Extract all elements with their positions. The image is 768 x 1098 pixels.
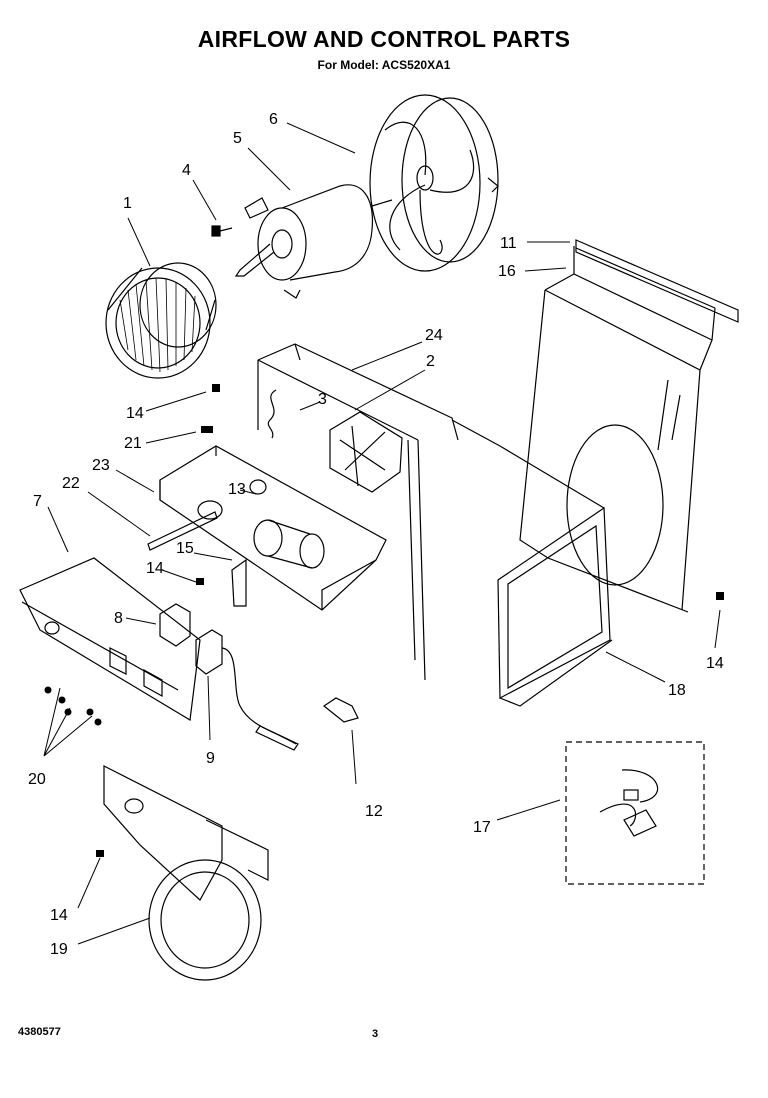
callout-1: 1 — [123, 195, 132, 212]
callout-labels: 1 2 3 4 5 6 7 8 9 11 12 13 14 14 14 14 1… — [28, 111, 724, 958]
top-bracket — [575, 239, 739, 323]
callout-17: 17 — [473, 819, 491, 836]
fasteners — [44, 384, 724, 857]
callout-9: 9 — [206, 750, 215, 767]
callout-4: 4 — [182, 162, 191, 179]
screw-4 — [211, 225, 233, 237]
callout-3: 3 — [318, 391, 327, 408]
sensor-rod — [147, 500, 223, 551]
document-number: 4380577 — [18, 1026, 61, 1038]
callout-14d: 14 — [50, 907, 68, 924]
callout-13: 13 — [228, 481, 246, 498]
power-cord — [565, 741, 705, 885]
model-subtitle: For Model: ACS520XA1 — [317, 58, 451, 72]
callout-5: 5 — [233, 130, 242, 147]
page-number: 3 — [372, 1028, 379, 1040]
callout-14b: 14 — [146, 560, 164, 577]
callout-24: 24 — [425, 327, 443, 344]
shroud-panel — [519, 246, 716, 613]
control-box — [159, 445, 387, 611]
callout-2: 2 — [426, 353, 435, 370]
blower-wheel — [105, 262, 217, 379]
capacitor-strap — [231, 558, 247, 607]
thermostat — [195, 629, 299, 751]
fan-motor — [234, 184, 393, 299]
callout-20: 20 — [28, 771, 46, 788]
callout-11: 11 — [500, 235, 517, 252]
callout-7: 7 — [33, 493, 42, 510]
cable — [267, 389, 277, 439]
callout-15: 15 — [176, 540, 194, 557]
switch — [159, 603, 191, 647]
capacitor — [253, 519, 325, 569]
clip — [322, 697, 359, 723]
callout-14a: 14 — [126, 405, 144, 422]
page-title: AIRFLOW AND CONTROL PARTS — [197, 26, 571, 52]
callout-21: 21 — [124, 435, 142, 452]
control-panel — [19, 557, 201, 721]
damper — [329, 411, 403, 493]
frame — [451, 419, 613, 707]
scroll — [103, 765, 269, 981]
callout-23: 23 — [92, 457, 110, 474]
callout-6: 6 — [269, 111, 278, 128]
callout-22: 22 — [62, 475, 80, 492]
callout-16: 16 — [498, 263, 516, 280]
callout-19: 19 — [50, 941, 68, 958]
callout-12: 12 — [365, 803, 383, 820]
callout-18: 18 — [668, 682, 686, 699]
base-partition — [257, 343, 459, 681]
callout-14c: 14 — [706, 655, 724, 672]
callout-8: 8 — [114, 610, 123, 627]
fan-blade — [369, 94, 499, 272]
